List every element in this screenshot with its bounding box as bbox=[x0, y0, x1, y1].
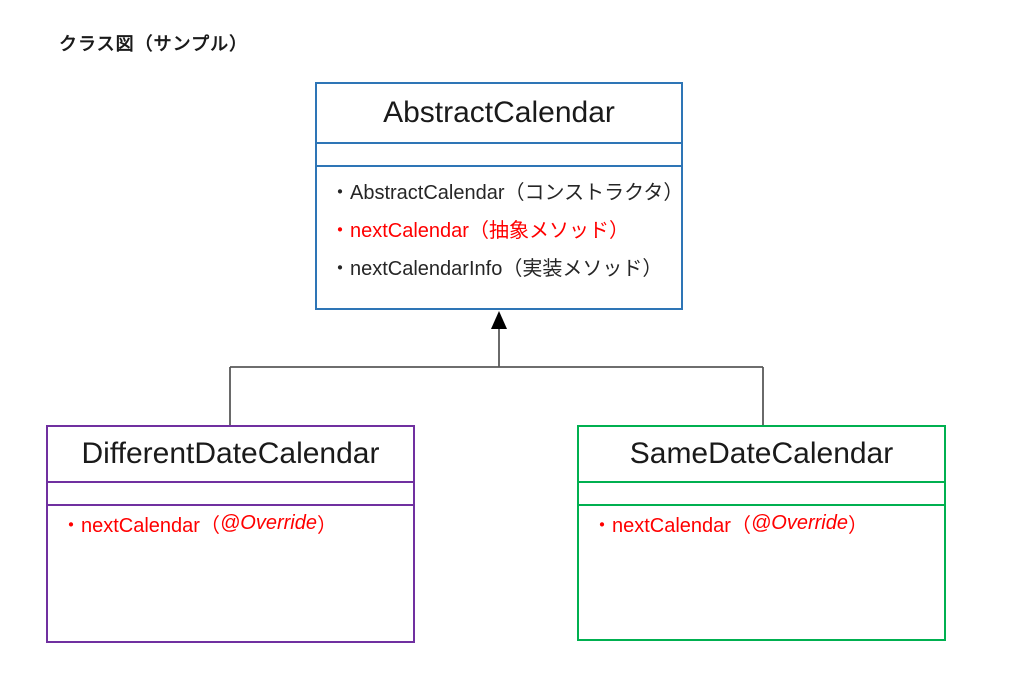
class-box-abstractcalendar: AbstractCalendar ・AbstractCalendar（コンストラ… bbox=[315, 82, 683, 310]
class-name-samedatecalendar: SameDateCalendar bbox=[579, 427, 944, 483]
class-name-differentdatecalendar: DifferentDateCalendar bbox=[48, 427, 413, 483]
method-text-suffix: ） bbox=[316, 514, 337, 537]
method-item-nextcalendarinfo: ・nextCalendarInfo（実装メソッド） bbox=[330, 257, 663, 280]
method-item-constructor: ・AbstractCalendar（コンストラクタ） bbox=[330, 181, 684, 204]
page-title: クラス図（サンプル） bbox=[59, 34, 249, 54]
fields-section bbox=[579, 483, 944, 506]
methods-section: ・AbstractCalendar（コンストラクタ） ・nextCalendar… bbox=[317, 167, 684, 285]
class-name-abstractcalendar: AbstractCalendar bbox=[317, 84, 681, 144]
methods-section: ・nextCalendar（@Override） bbox=[48, 506, 413, 540]
method-text-prefix: ・nextCalendar（ bbox=[61, 514, 220, 537]
method-item-nextcalendar-override: ・nextCalendar（@Override） bbox=[48, 506, 413, 540]
fields-section bbox=[317, 144, 681, 167]
fields-section bbox=[48, 483, 413, 506]
method-text-suffix: ） bbox=[847, 514, 868, 537]
method-item-nextcalendar-override: ・nextCalendar（@Override） bbox=[579, 506, 944, 540]
method-item-nextcalendar-abstract: ・nextCalendar（抽象メソッド） bbox=[330, 219, 629, 242]
method-text-prefix: ・nextCalendar（ bbox=[592, 514, 751, 537]
method-text-override-annotation: @Override bbox=[219, 511, 317, 534]
class-box-differentdatecalendar: DifferentDateCalendar ・nextCalendar（@Ove… bbox=[46, 425, 415, 643]
inheritance-arrow-icon bbox=[491, 311, 507, 329]
class-box-samedatecalendar: SameDateCalendar ・nextCalendar（@Override… bbox=[577, 425, 946, 641]
method-text-override-annotation: @Override bbox=[750, 511, 848, 534]
methods-section: ・nextCalendar（@Override） bbox=[579, 506, 944, 540]
